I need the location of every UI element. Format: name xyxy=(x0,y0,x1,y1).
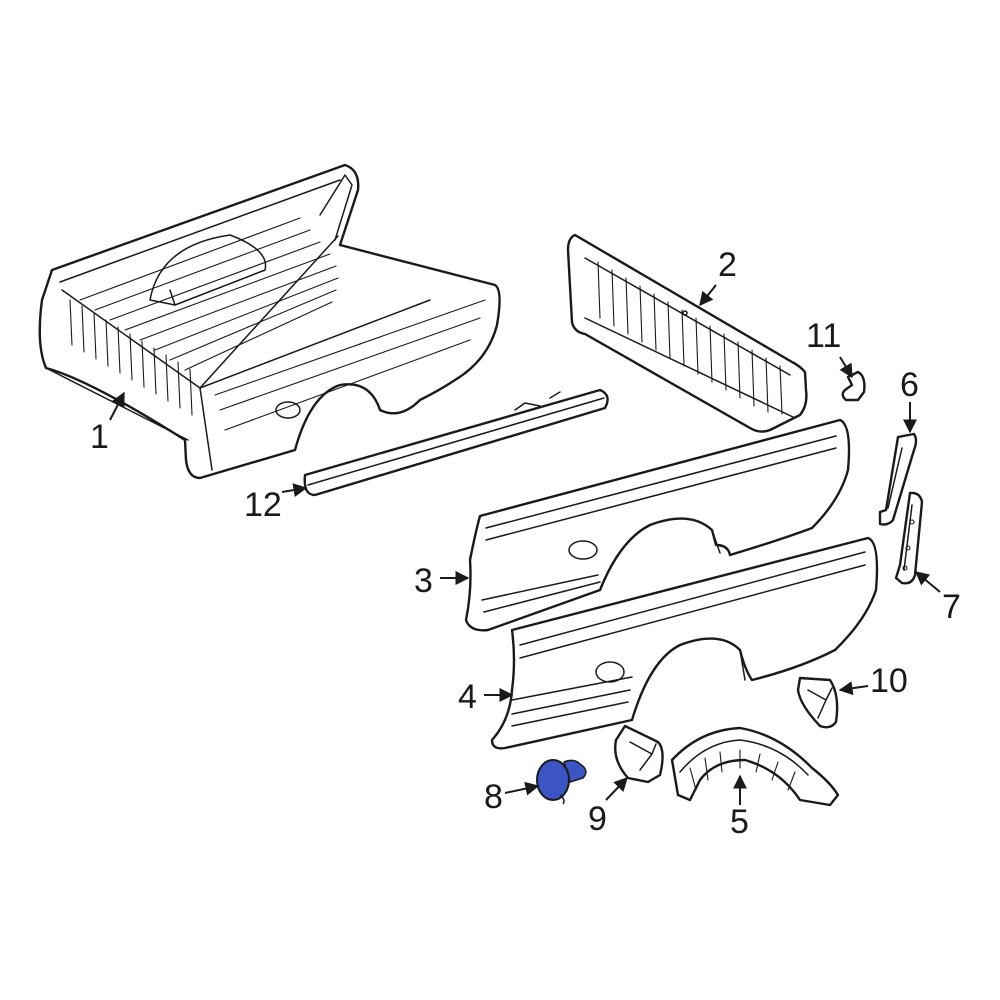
arrow-10 xyxy=(838,681,869,696)
callout-2: 2 xyxy=(718,246,737,284)
callout-12: 12 xyxy=(244,486,282,524)
part-1-pickup-box[interactable] xyxy=(38,163,501,480)
callout-10: 10 xyxy=(870,662,908,700)
part-9-gusset[interactable] xyxy=(614,724,664,784)
part-5-wheelhouse[interactable] xyxy=(670,726,840,807)
part-4-right-side-panel[interactable] xyxy=(490,536,879,750)
part-12-rail[interactable] xyxy=(303,388,609,497)
callout-7: 7 xyxy=(942,588,961,626)
arrow-1 xyxy=(109,391,125,421)
callout-labels: 1 2 3 4 5 6 7 8 9 10 11 12 xyxy=(90,246,961,841)
callout-8: 8 xyxy=(484,778,503,816)
part-10-gusset[interactable] xyxy=(796,676,839,729)
arrow-8 xyxy=(504,781,540,796)
callout-9: 9 xyxy=(588,800,607,838)
part-2-front-panel[interactable] xyxy=(566,233,808,433)
arrow-11 xyxy=(839,356,853,379)
callout-3: 3 xyxy=(414,562,433,600)
callout-6: 6 xyxy=(900,366,919,404)
arrow-7 xyxy=(914,571,941,593)
callout-4: 4 xyxy=(458,678,477,716)
arrow-2 xyxy=(699,284,717,307)
part-3-left-side-panel[interactable] xyxy=(464,418,851,632)
callout-11: 11 xyxy=(806,317,841,355)
callout-1: 1 xyxy=(90,418,109,456)
arrow-9 xyxy=(605,776,628,801)
part-6-bracket[interactable] xyxy=(878,432,918,526)
part-7-bracket[interactable] xyxy=(894,491,924,585)
part-11-clip[interactable] xyxy=(841,370,866,402)
arrow-12 xyxy=(281,483,308,497)
part-8-plug[interactable] xyxy=(536,759,587,805)
leader-arrows xyxy=(109,284,941,805)
callout-5: 5 xyxy=(730,803,749,841)
